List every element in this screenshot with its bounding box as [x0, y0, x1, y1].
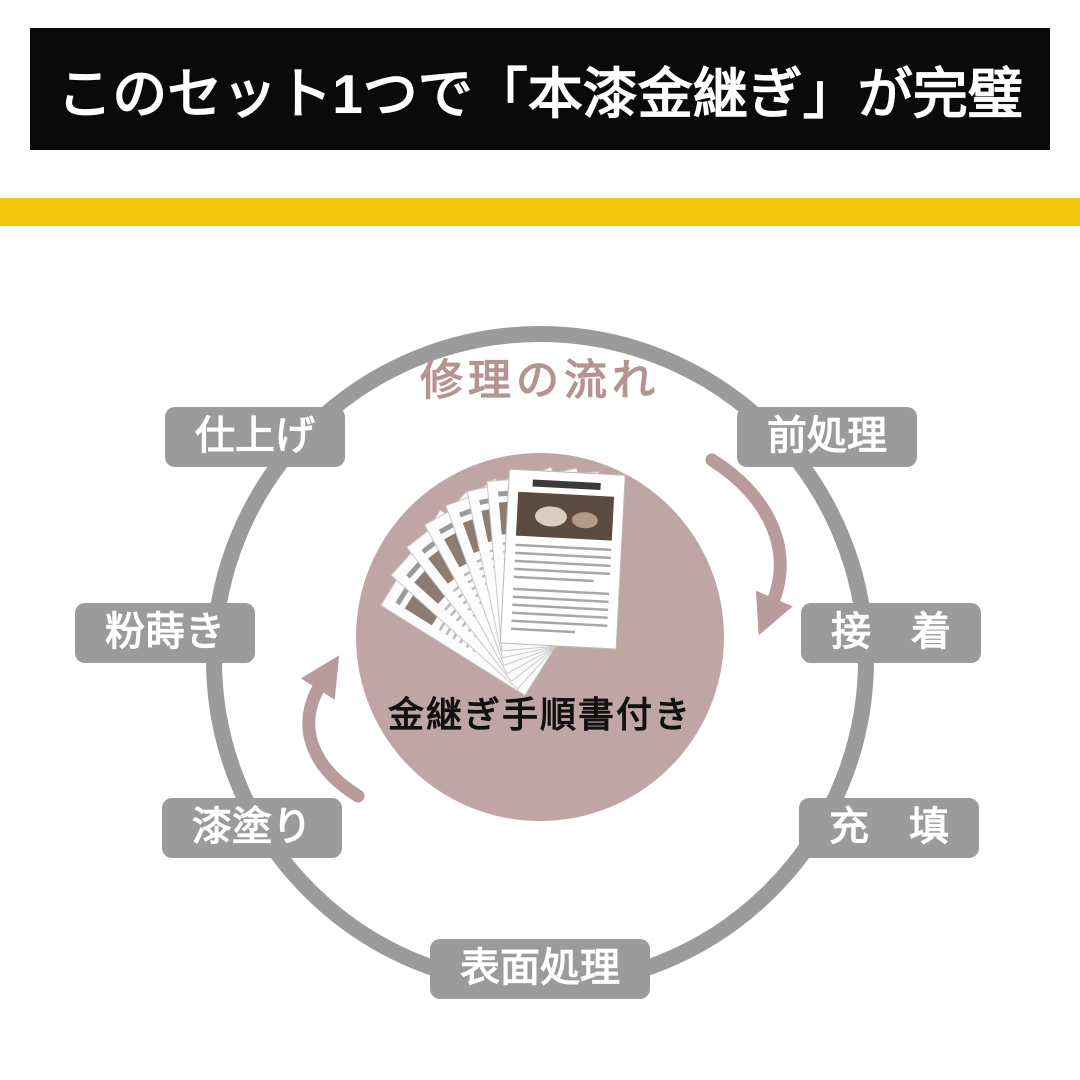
step-pill-powder-sprinkling: 粉蒔き [75, 603, 255, 663]
step-pill-surface-treatment: 表面処理 [430, 939, 650, 999]
instruction-sheets-image [380, 466, 626, 696]
flow-arrow-left [300, 655, 365, 803]
step-pill-pretreatment: 前処理 [737, 407, 917, 467]
flow-arrow-right [705, 453, 793, 636]
step-pill-adhesion: 接 着 [801, 603, 981, 663]
step-pill-finishing: 仕上げ [165, 407, 345, 467]
accent-stripe [0, 198, 1080, 226]
header-title: このセット1つで「本漆金継ぎ」が完璧 [57, 63, 1023, 125]
step-pill-lacquering: 漆塗り [162, 798, 342, 858]
diagram-title: 修理の流れ [420, 357, 660, 405]
center-caption: 金継ぎ手順書付き [387, 694, 693, 735]
front-sheet [499, 468, 626, 650]
flow-arrows [300, 453, 793, 803]
step-pill-filling: 充 填 [799, 798, 979, 858]
header-banner: このセット1つで「本漆金継ぎ」が完璧 [30, 28, 1050, 150]
